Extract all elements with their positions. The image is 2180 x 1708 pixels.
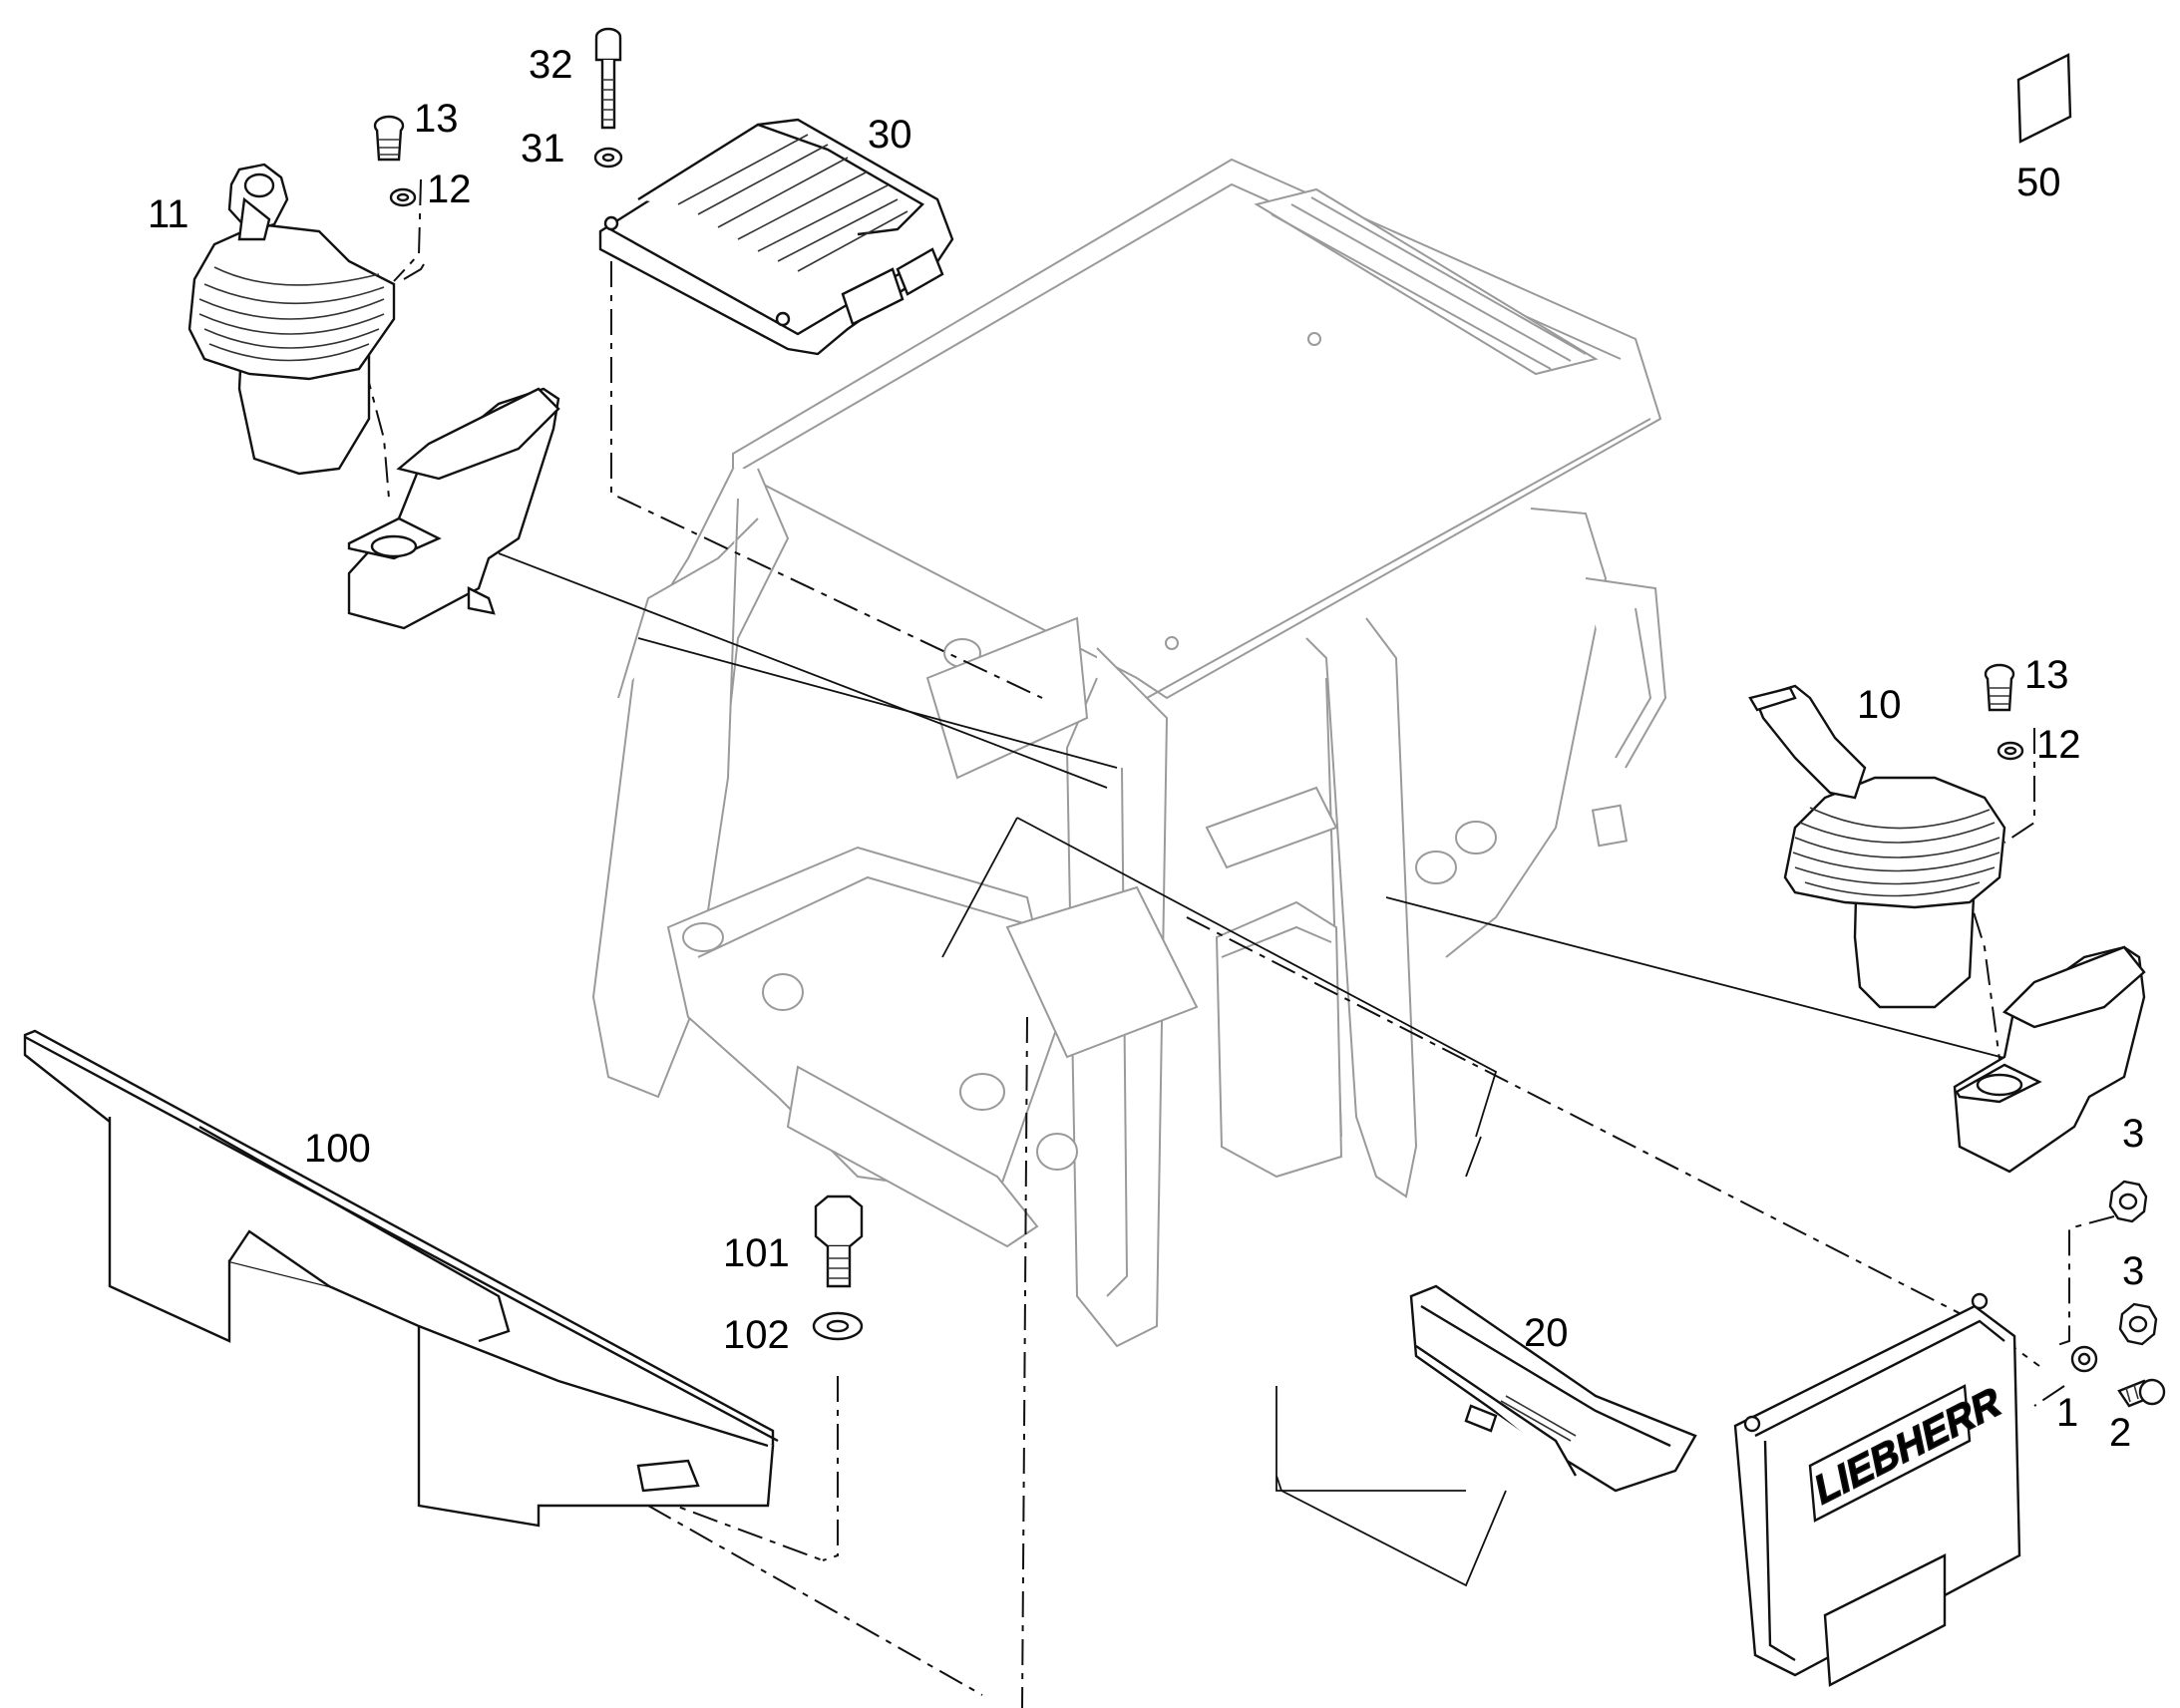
screw-13-left — [373, 115, 405, 162]
callout-20: 20 — [1524, 1311, 1569, 1355]
screw-2 — [2117, 1378, 2166, 1408]
callout-labels: 11 13 12 32 31 30 50 13 12 10 3 3 1 2 20… — [148, 43, 2144, 1455]
control-unit-liebherr: LIEBHERR — [1733, 1292, 2021, 1687]
callout-12-left: 12 — [427, 168, 472, 211]
nut-3-upper — [2108, 1180, 2148, 1223]
armrest-left — [347, 387, 560, 630]
bolt-101 — [814, 1195, 864, 1288]
display-unit — [1409, 1284, 1697, 1493]
joystick-right — [1748, 684, 2006, 1009]
callout-100: 100 — [304, 1127, 371, 1171]
decal-sheet — [2016, 53, 2072, 144]
callout-102: 102 — [723, 1313, 790, 1357]
washer-102 — [812, 1311, 864, 1341]
washer-31 — [593, 147, 623, 169]
callout-32: 32 — [529, 43, 573, 87]
callout-31: 31 — [521, 127, 565, 171]
callout-13-right: 13 — [2024, 653, 2069, 697]
callout-50: 50 — [2016, 161, 2061, 204]
nut-3-lower — [2118, 1302, 2158, 1346]
armrest-right — [1953, 945, 2146, 1174]
screw-13-right — [1984, 663, 2015, 712]
callout-1: 1 — [2056, 1391, 2078, 1435]
callout-13-left: 13 — [414, 97, 459, 141]
callout-2: 2 — [2109, 1411, 2131, 1455]
washer-1 — [2070, 1345, 2098, 1373]
joystick-left — [187, 163, 396, 476]
bolt-32 — [594, 27, 622, 130]
operator-cab — [591, 158, 1667, 1348]
callout-3-upper: 3 — [2122, 1112, 2144, 1156]
callout-30: 30 — [868, 113, 912, 157]
callout-11: 11 — [148, 192, 189, 236]
ecu-unit — [598, 118, 954, 356]
washer-12-right — [1997, 741, 2024, 761]
support-rail — [23, 1029, 779, 1528]
callout-3-lower: 3 — [2122, 1249, 2144, 1293]
callout-101: 101 — [723, 1231, 790, 1275]
roof-vent — [1254, 187, 1599, 376]
callout-12-right: 12 — [2036, 723, 2081, 767]
washer-12-left — [389, 187, 417, 207]
callout-10: 10 — [1857, 683, 1902, 727]
